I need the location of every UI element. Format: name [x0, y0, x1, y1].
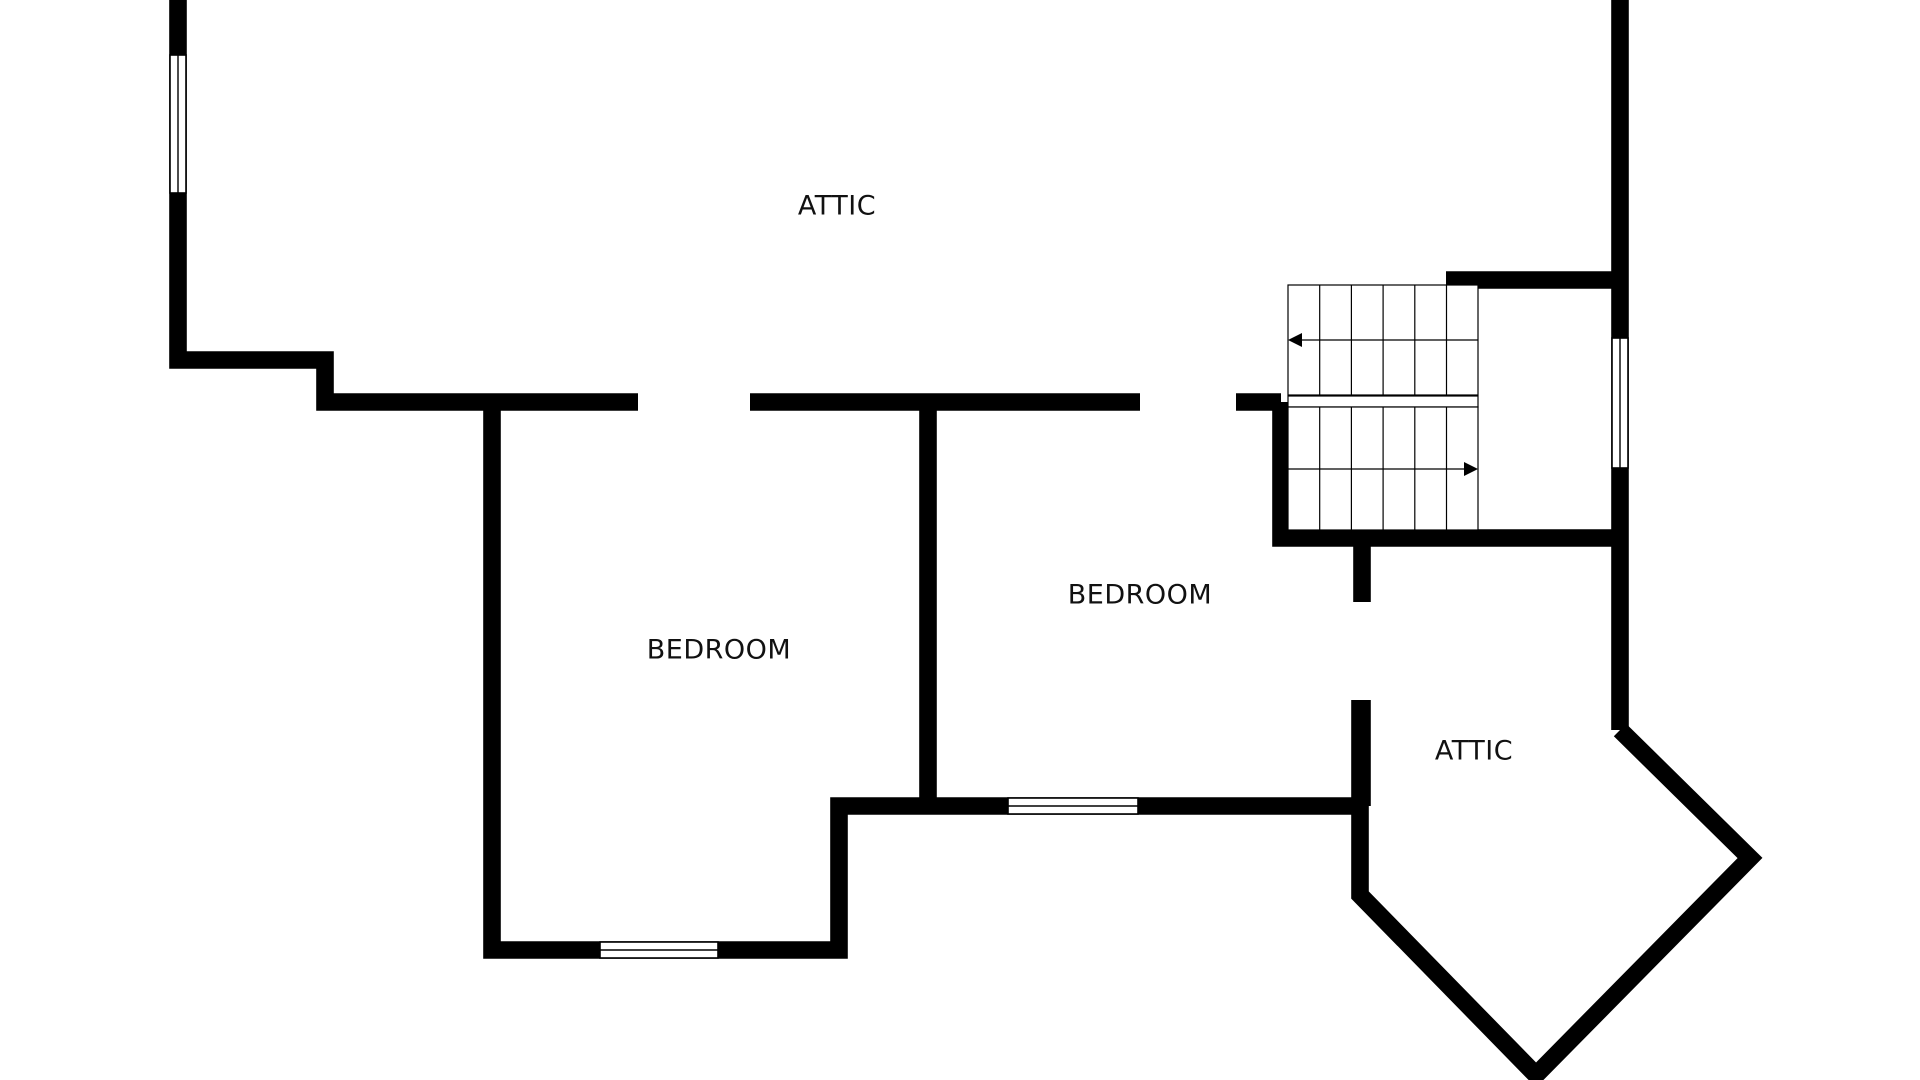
windows: [169, 54, 1629, 959]
wall-stair-enclosure: [1272, 402, 1612, 547]
walls: [169, 0, 1763, 1080]
window-attic-west: [169, 54, 187, 194]
room-label-attic-corner: ATTIC: [1435, 736, 1513, 767]
window-bedroom-center: [1007, 797, 1139, 815]
staircase: [1287, 284, 1479, 531]
stair-landing: [1287, 395, 1479, 408]
wall-corner-attic: [1351, 700, 1763, 1080]
window-bedroom-left: [599, 941, 719, 959]
room-label-attic-main: ATTIC: [798, 191, 876, 222]
room-label-bedroom-left: BEDROOM: [647, 635, 791, 666]
room-label-bedroom-center: BEDROOM: [1068, 580, 1212, 611]
stair-arrow-upper-head: [1288, 333, 1302, 347]
wall-attic-west: [169, 0, 638, 411]
window-east: [1611, 337, 1629, 469]
room-labels: ATTIC BEDROOM BEDROOM ATTIC: [647, 191, 1513, 767]
stair-arrow-lower-head: [1464, 462, 1478, 476]
